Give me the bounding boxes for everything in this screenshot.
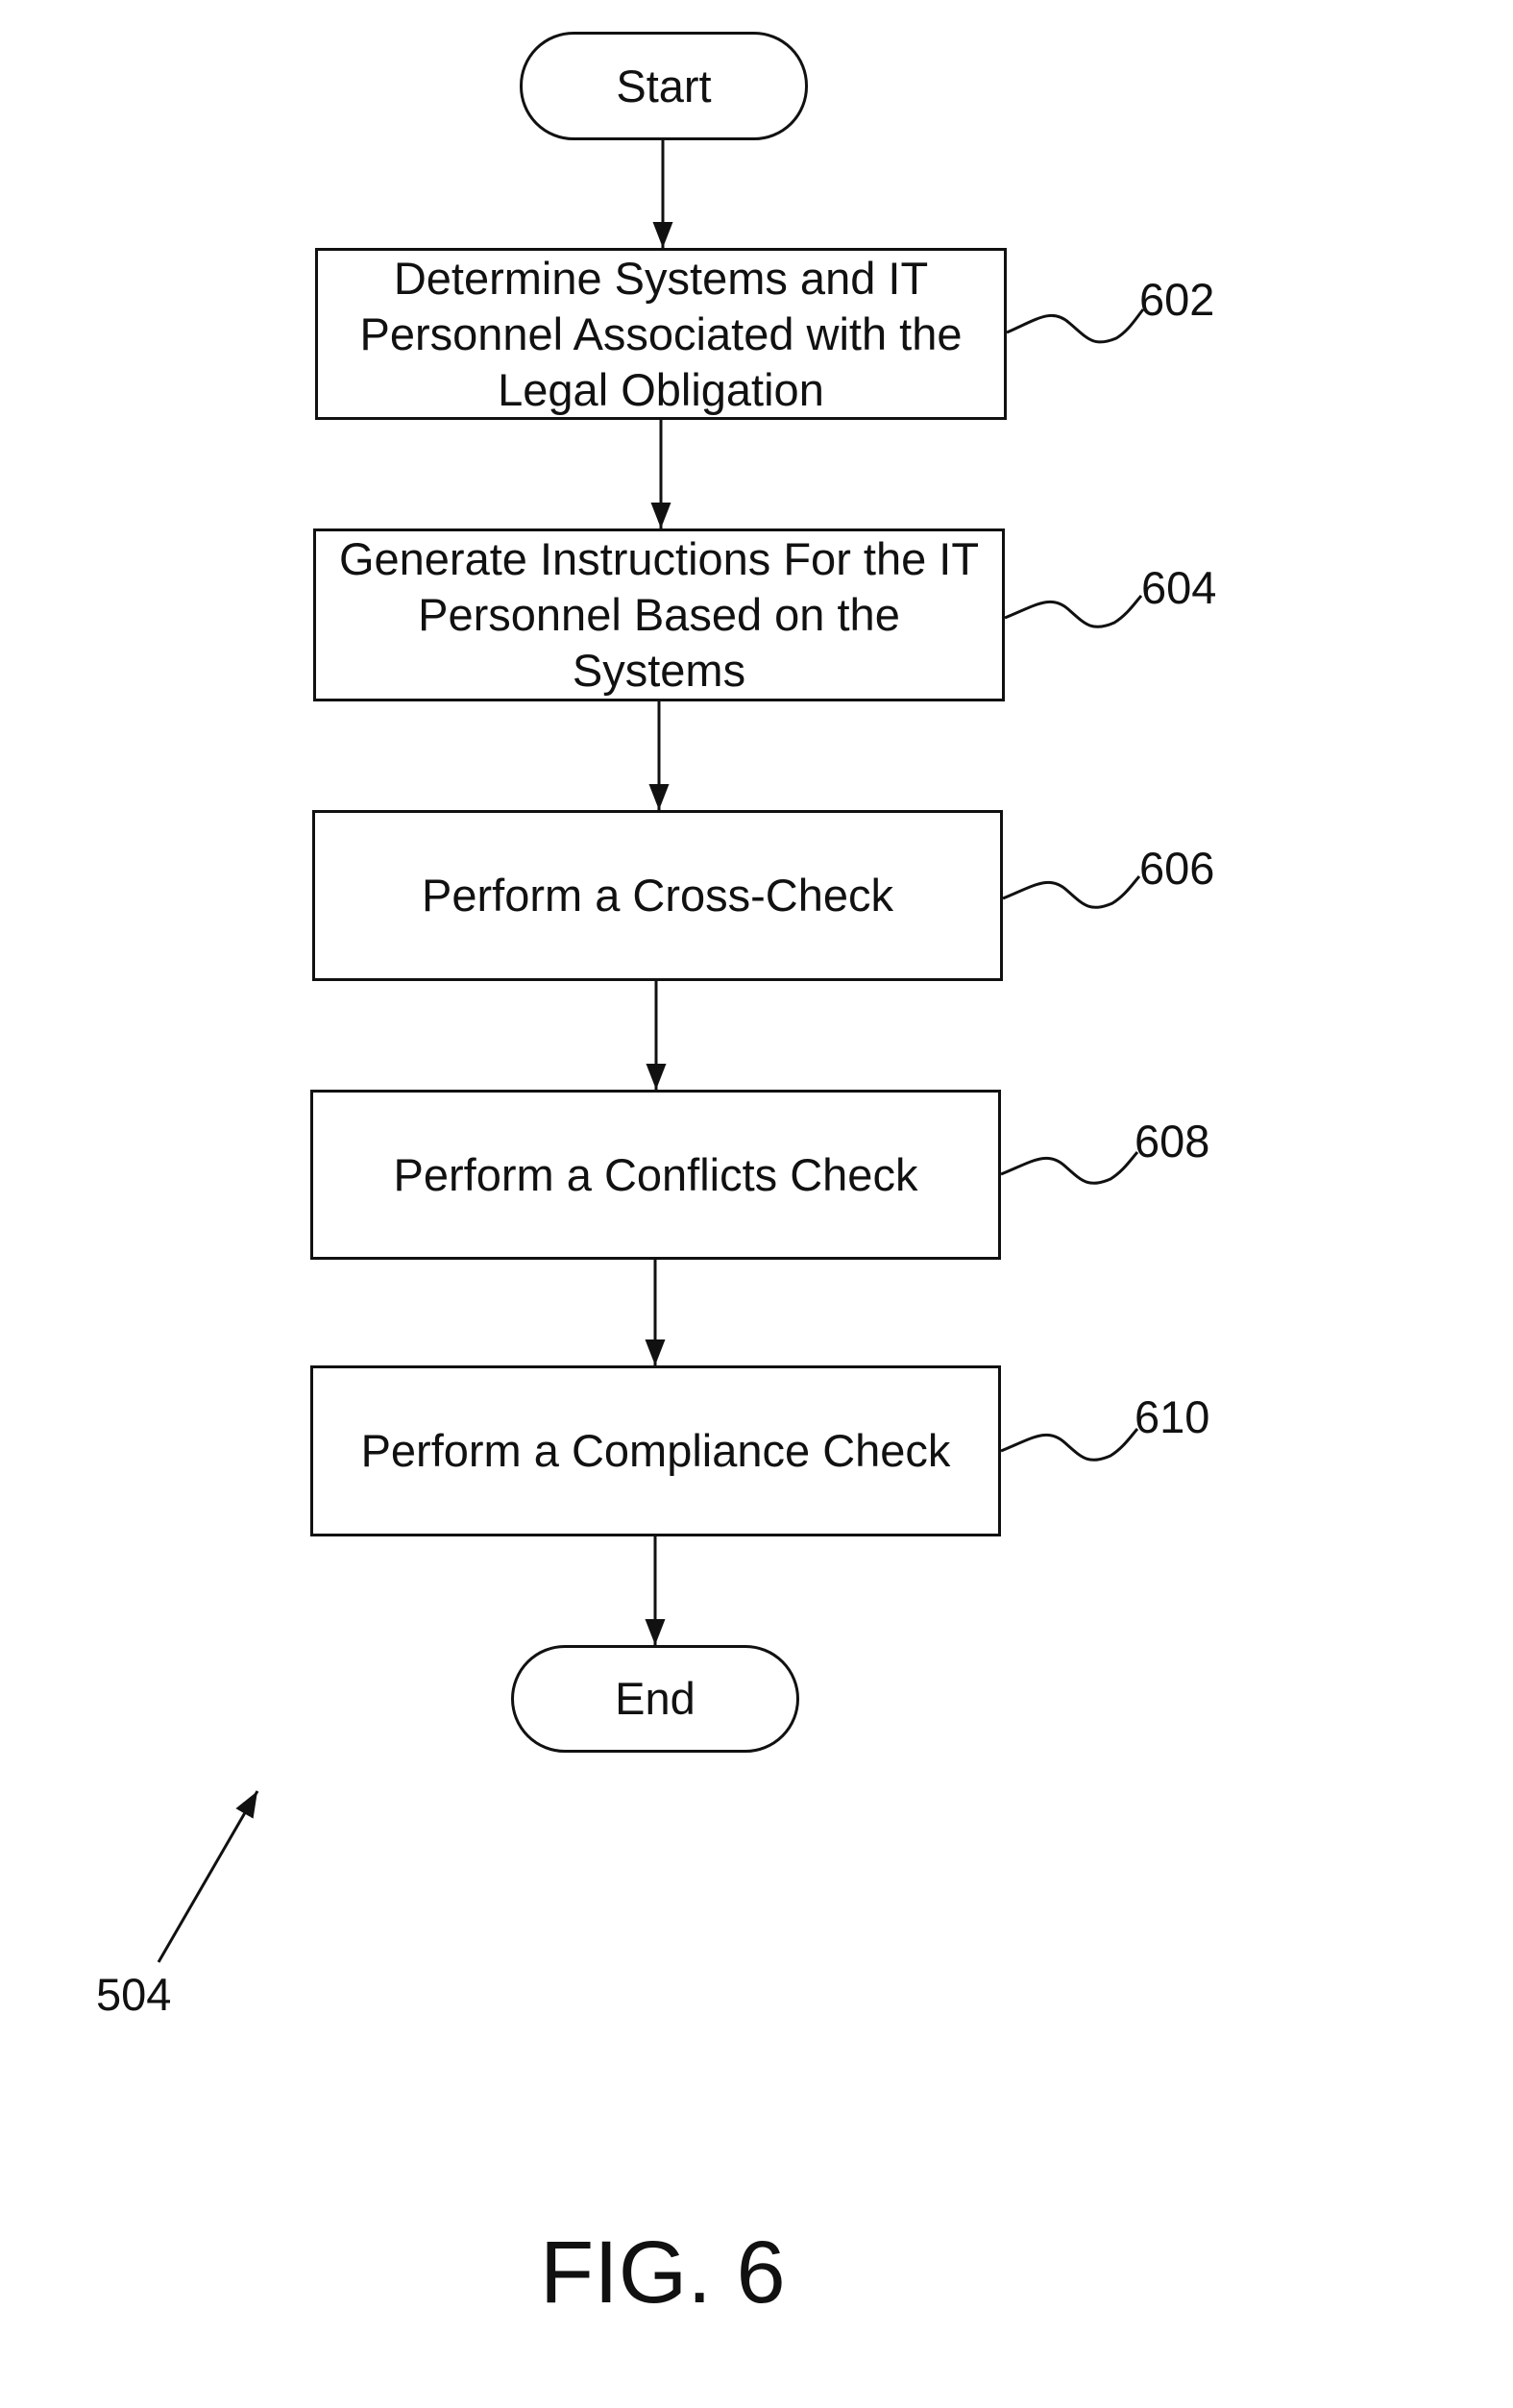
ref-608: 608 bbox=[1135, 1115, 1209, 1168]
end-terminal: End bbox=[511, 1645, 799, 1753]
arrow-figure-ref bbox=[159, 1791, 257, 1962]
ref-606: 606 bbox=[1139, 842, 1214, 896]
ref-604: 604 bbox=[1141, 561, 1216, 615]
leader-610 bbox=[1001, 1429, 1137, 1460]
leader-602 bbox=[1007, 309, 1143, 342]
ref-602: 602 bbox=[1139, 273, 1214, 327]
step-610-box: Perform a Compliance Check bbox=[310, 1365, 1001, 1536]
ref-610: 610 bbox=[1135, 1390, 1209, 1444]
step-606-box: Perform a Cross-Check bbox=[312, 810, 1003, 981]
step-608-box: Perform a Conflicts Check bbox=[310, 1090, 1001, 1260]
figure-caption: FIG. 6 bbox=[540, 2224, 786, 2321]
leader-606 bbox=[1003, 876, 1139, 907]
figure-ref-504: 504 bbox=[96, 1968, 171, 2022]
start-terminal: Start bbox=[520, 32, 808, 140]
leader-608 bbox=[1001, 1152, 1137, 1183]
step-602-box: Determine Systems and IT Personnel Assoc… bbox=[315, 248, 1007, 420]
leader-604 bbox=[1005, 596, 1141, 627]
step-604-box: Generate Instructions For the IT Personn… bbox=[313, 528, 1005, 701]
